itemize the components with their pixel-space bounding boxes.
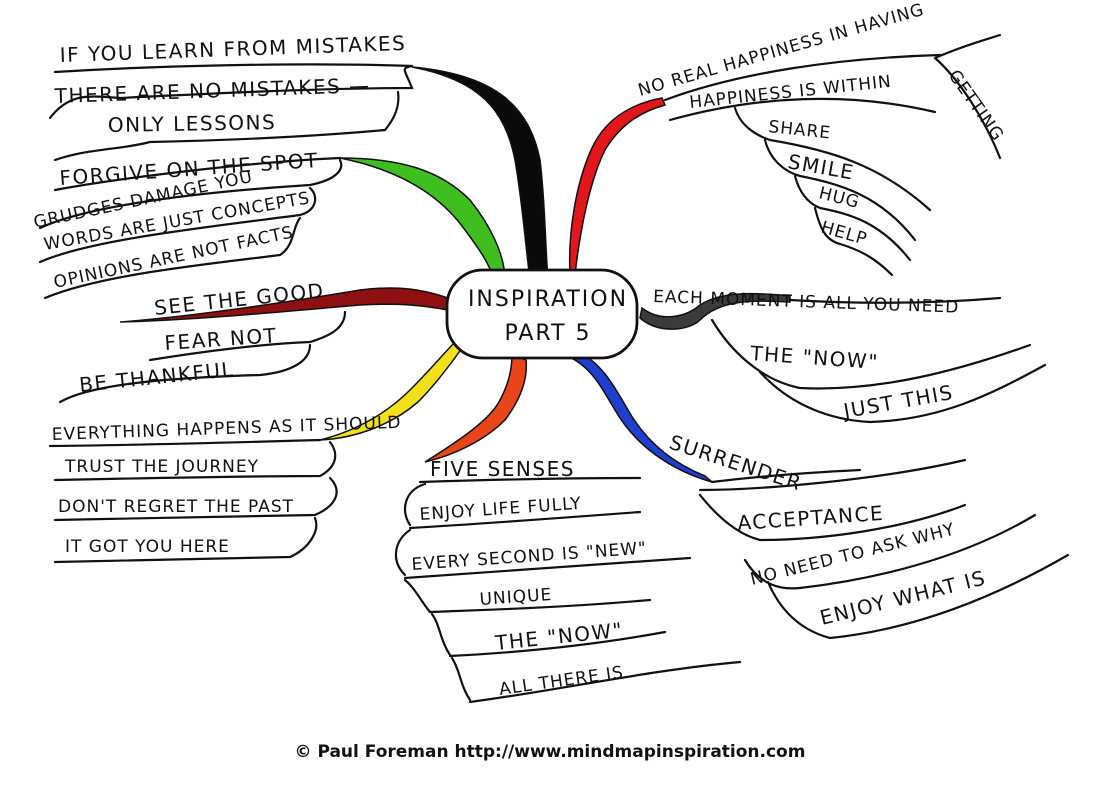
yellow-item-1: EVERYTHING HAPPENS AS IT SHOULD [51,413,401,445]
black-item-3: ONLY LESSONS [108,110,277,137]
group-black: IF YOU LEARN FROM MISTAKES THERE ARE NO … [48,31,414,162]
darkred-item-3: BE THANKFUL [78,357,235,397]
orange-item-1: FIVE SENSES [430,457,575,481]
blue-item-1: SURRENDER [666,430,805,496]
group-gray: EACH MOMENT IS ALL YOU NEED THE "NOW" JU… [653,287,1047,423]
group-darkred: SEE THE GOOD FEAR NOT BE THANKFUL [58,278,347,404]
center-title-line2: PART 5 [504,321,591,346]
black-item-2: THERE ARE NO MISTAKES — [53,73,371,108]
blue-item-4: ENJOY WHAT IS [817,565,988,629]
yellow-item-3: DON'T REGRET THE PAST [58,497,294,517]
orange-item-6: ALL THERE IS [498,663,625,700]
branch-blue [562,351,713,483]
orange-item-2: ENJOY LIFE FULLY [419,494,582,525]
branch-green [339,157,506,283]
black-item-1: IF YOU LEARN FROM MISTAKES [59,31,406,67]
yellow-item-2: TRUST THE JOURNEY [64,457,259,477]
group-green: FORGIVE ON THE SPOT GRUDGES DAMAGE YOU W… [32,148,343,300]
branch-gray [639,292,791,330]
group-red: NO REAL HAPPINESS IN HAVING GETTING HAPP… [636,0,1008,277]
darkred-item-2: FEAR NOT [164,323,278,355]
red-item-4: SHARE [767,117,832,143]
group-blue: SURRENDER ACCEPTANCE NO NEED TO ASK WHY … [666,430,1070,640]
group-orange: FIVE SENSES ENJOY LIFE FULLY EVERY SECON… [394,457,742,704]
branch-orange [424,353,528,463]
blue-item-2: ACCEPTANCE [737,501,885,535]
branch-red [568,97,667,276]
yellow-item-4: IT GOT YOU HERE [65,537,230,557]
center-node [445,268,639,360]
copyright-credit: © Paul Foreman http://www.mindmapinspira… [294,742,806,762]
orange-item-5: THE "NOW" [493,618,624,655]
red-item-2: GETTING [944,66,1008,145]
center-title-line1: INSPIRATION [468,287,628,312]
gray-item-2: THE "NOW" [749,341,880,374]
